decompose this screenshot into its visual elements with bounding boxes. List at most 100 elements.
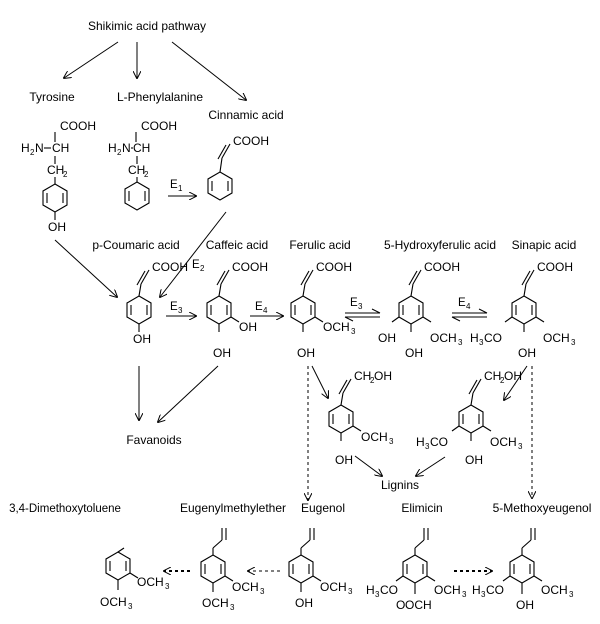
coumaric-structure: COOH OH: [126, 260, 188, 346]
enzyme-e1: E: [170, 179, 178, 191]
elimicin-structure: H 3 CO OCH 3 O OCH: [366, 528, 467, 612]
svg-text:3: 3: [569, 590, 574, 599]
label-tyrosine: Tyrosine: [29, 90, 75, 104]
svg-text:OCH: OCH: [137, 575, 164, 589]
svg-text:H: H: [472, 583, 481, 597]
svg-text:COOH: COOH: [424, 260, 460, 274]
arrow-to-cinnamic: [171, 41, 246, 100]
svg-text:OH: OH: [504, 369, 522, 383]
svg-text:OH: OH: [405, 346, 423, 360]
label-dimethoxytoluene: 3,4-Dimethoxytoluene: [9, 503, 121, 515]
svg-text:OH: OH: [239, 320, 257, 334]
sinapic-structure: COOH H 3 CO OCH 3 OH: [470, 260, 576, 360]
svg-text:O: O: [396, 598, 405, 612]
svg-text:CH: CH: [354, 369, 371, 383]
arrow-coniferyl-lignins: [354, 455, 382, 476]
svg-text:OCH: OCH: [541, 583, 568, 597]
svg-text:OH: OH: [133, 332, 151, 346]
svg-text:CH: CH: [484, 369, 501, 383]
svg-text:2: 2: [500, 376, 505, 385]
svg-text:3: 3: [358, 302, 363, 311]
svg-text:H: H: [416, 435, 425, 449]
svg-text:OCH: OCH: [202, 596, 229, 610]
label-coumaric: p-Coumaric acid: [92, 238, 179, 252]
svg-text:1: 1: [178, 184, 183, 193]
svg-text:H: H: [470, 331, 479, 345]
enzyme-e4-b: E: [458, 297, 466, 309]
svg-text:4: 4: [466, 302, 471, 311]
svg-text:COOH: COOH: [316, 260, 352, 274]
enzyme-e3-b: E: [350, 297, 358, 309]
svg-text:OCH: OCH: [361, 430, 388, 444]
svg-text:3: 3: [462, 590, 467, 599]
svg-text:COOH: COOH: [232, 260, 268, 274]
svg-text:2: 2: [117, 148, 122, 157]
svg-text:OCH: OCH: [320, 580, 347, 594]
svg-text:COOH: COOH: [60, 119, 96, 133]
svg-text:3: 3: [389, 437, 394, 446]
svg-text:OCH: OCH: [543, 331, 570, 345]
enzyme-e4-a: E: [255, 301, 263, 313]
svg-text:OCH: OCH: [323, 320, 350, 334]
svg-text:3: 3: [458, 338, 463, 347]
svg-text:CO: CO: [486, 583, 504, 597]
svg-text:OCH: OCH: [490, 435, 517, 449]
sinapyl-alcohol-structure: CH 2 OH H 3 CO OCH 3 OH: [416, 369, 523, 467]
label-cinnamic: Cinnamic acid: [208, 108, 283, 122]
svg-text:3: 3: [375, 590, 380, 599]
svg-text:OH: OH: [335, 453, 353, 467]
svg-text:OH: OH: [374, 369, 392, 383]
label-caffeic: Caffeic acid: [206, 238, 268, 252]
svg-text:H: H: [366, 583, 375, 597]
eugenylmethylether-structure: OCH 3 OCH 3: [200, 528, 265, 612]
coniferyl-alcohol-structure: CH 2 OH OCH 3 OH: [328, 369, 394, 467]
enzyme-e2: E: [192, 259, 200, 271]
svg-text:OCH: OCH: [430, 331, 457, 345]
tyrosine-structure: COOH H 2 N CH CH 2 OH: [21, 119, 96, 234]
label-flavonoids: Favanoids: [126, 433, 181, 447]
svg-text:CO: CO: [380, 583, 398, 597]
methoxyeugenol-structure: H 3 CO OCH 3 OH: [472, 528, 574, 612]
cinnamic-structure: COOH: [207, 134, 269, 201]
svg-text:N: N: [122, 141, 131, 155]
phenylalanine-structure: COOH H 2 N CH CH 2: [108, 119, 177, 211]
svg-text:OH: OH: [297, 346, 315, 360]
svg-text:CH: CH: [47, 163, 64, 177]
caffeic-structure: COOH OH OH: [206, 260, 268, 360]
svg-text:2: 2: [370, 376, 375, 385]
svg-text:3: 3: [348, 587, 353, 596]
svg-text:OCH: OCH: [434, 583, 461, 597]
svg-text:3: 3: [128, 602, 133, 611]
svg-text:OH: OH: [378, 331, 396, 345]
arrow-caffeic-flavonoids: [158, 365, 219, 422]
svg-text:COOH: COOH: [141, 119, 177, 133]
label-phenylalanine: L-Phenylalanine: [117, 90, 203, 104]
dimethoxytoluene-structure: OCH 3 OCH 3: [100, 547, 170, 611]
label-hydroxyferulic: 5-Hydroxyferulic acid: [384, 238, 496, 252]
label-sinapic: Sinapic acid: [512, 238, 577, 252]
svg-text:CO: CO: [484, 331, 502, 345]
svg-text:CH: CH: [128, 163, 145, 177]
svg-text:CO: CO: [430, 435, 448, 449]
svg-text:OCH: OCH: [100, 595, 127, 609]
svg-text:OH: OH: [48, 220, 66, 234]
svg-text:3: 3: [571, 338, 576, 347]
label-ferulic: Ferulic acid: [289, 238, 350, 252]
svg-text:OH: OH: [213, 346, 231, 360]
svg-text:3: 3: [479, 338, 484, 347]
svg-text:COOH: COOH: [152, 260, 188, 274]
arrow-cinnamic-coumaric: [160, 211, 227, 297]
hydroxyferulic-structure: COOH OH OCH 3 OH: [378, 260, 463, 360]
svg-text:3: 3: [230, 603, 235, 612]
svg-text:OH: OH: [518, 346, 536, 360]
svg-text:COOH: COOH: [537, 260, 573, 274]
svg-text:3: 3: [481, 590, 486, 599]
svg-text:H: H: [108, 141, 117, 155]
svg-text:3: 3: [351, 327, 356, 336]
svg-text:2: 2: [200, 264, 205, 273]
svg-text:OH: OH: [516, 598, 534, 612]
svg-text:3: 3: [518, 442, 523, 451]
svg-text:OCH: OCH: [405, 598, 432, 612]
